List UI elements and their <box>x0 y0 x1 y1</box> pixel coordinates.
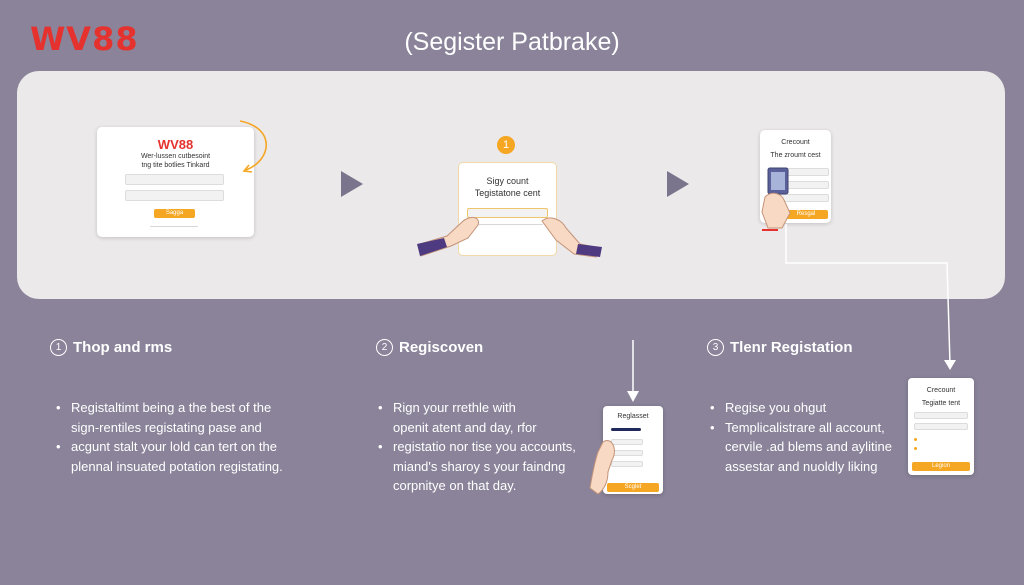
step-3-title: 3 Tlenr Registation <box>707 339 853 356</box>
bullet-icon: • <box>710 419 715 435</box>
list-item: •Regise you ohgut <box>710 398 910 418</box>
step-3-title-text: Tlenr Registation <box>730 339 853 356</box>
step-1-title-text: Thop and rms <box>73 339 173 356</box>
arrow-right-icon <box>341 171 363 197</box>
step-3-phone-field[interactable] <box>914 412 968 419</box>
bullet-icon: • <box>56 400 61 415</box>
bullet-icon: • <box>56 439 61 454</box>
step-2-phone-title: Reglasset <box>617 413 649 420</box>
step-3-phone-dot <box>914 438 917 441</box>
step-2-phone: Reglasset Scglet <box>603 406 663 494</box>
page-title: (Segister Patbrake) <box>404 28 620 56</box>
step-2-phone-bar <box>611 428 641 431</box>
login-card-line2: tng tite botlies Tinkard <box>141 162 210 169</box>
arrow-right-icon <box>667 171 689 197</box>
step-1-number: 1 <box>50 339 67 356</box>
checkout-button[interactable]: Resgal <box>784 210 828 219</box>
brand-logo[interactable]: WV88 <box>30 20 139 58</box>
bullet-icon: • <box>378 439 383 454</box>
registration-card: Sigy count Tegistatone cent <box>458 162 557 256</box>
step-2-list: •Rign your rrethle with openit atent and… <box>378 398 598 496</box>
list-item: assestar and nuoldly liking <box>725 458 878 474</box>
checkout-card-line2: The zroumt cest <box>770 152 821 159</box>
step-3-phone-title: Crecount <box>926 387 956 394</box>
step-2-title: 2 Regiscoven <box>376 339 483 356</box>
list-item: •Registaltimt being a the best of the <box>56 398 346 418</box>
list-item: miand's sharoy s your faindng <box>393 458 566 474</box>
step-3-list: •Regise you ohgut •Templicalistrare all … <box>710 398 910 476</box>
registration-card-line1: Sigy count <box>486 176 529 186</box>
registration-card-line2: Tegistatone cent <box>474 188 541 198</box>
bullet-icon: • <box>378 400 383 415</box>
connector-line <box>785 224 951 365</box>
login-footer-line <box>150 226 198 227</box>
list-item: •Rign your rrethle with <box>378 398 598 418</box>
right-hand-icon <box>541 217 602 258</box>
step-2-phone-row[interactable] <box>611 461 643 467</box>
login-card-logo: WV88 <box>157 137 194 152</box>
checkout-card-line1: Crecount <box>781 139 810 146</box>
login-card: WV88 Wer-lussen cutbesoint tng tite botl… <box>97 127 254 237</box>
list-item: openit atent and day, rfor <box>393 419 537 435</box>
hand-icon <box>589 440 615 495</box>
list-item: •Templicalistrare all account, <box>710 418 910 438</box>
step-3-phone-dot <box>914 447 917 450</box>
left-hand-icon <box>417 217 479 257</box>
registration-input-field-2[interactable] <box>473 224 543 225</box>
bullet-icon: • <box>710 400 715 415</box>
list-item: corpnitye on that day. <box>393 478 517 493</box>
finger-hand-icon <box>761 192 791 231</box>
step-2-title-text: Regiscoven <box>399 339 484 356</box>
login-username-field[interactable] <box>125 174 224 185</box>
list-item: •registatio nor tise you accounts, <box>378 437 598 457</box>
list-item: sign-rentiles registating pase and <box>71 419 262 435</box>
login-password-field[interactable] <box>125 190 224 201</box>
list-item: plennal insuated potation registating. <box>71 458 283 474</box>
step-2-phone-button[interactable]: Scglet <box>607 483 659 492</box>
step-3-phone-field[interactable] <box>914 423 968 430</box>
step-3-phone-button[interactable]: Legion <box>912 462 970 471</box>
curved-arrow-icon <box>239 120 268 173</box>
list-item: •acgunt stalt your lold can tert on the <box>56 437 346 457</box>
step-3-phone: Crecount Tegiatte tent Legion <box>908 378 974 475</box>
step-3-number: 3 <box>707 339 724 356</box>
step-1-list: •Registaltimt being a the best of the si… <box>56 398 346 476</box>
step-one-badge: 1 <box>497 136 515 154</box>
step-2-number: 2 <box>376 339 393 356</box>
arrow-down-icon <box>944 360 956 370</box>
login-card-line1: Wer-lussen cutbesoint <box>140 153 211 160</box>
login-submit-button[interactable]: Sagga <box>154 209 195 218</box>
step-1-title: 1 Thop and rms <box>50 339 172 356</box>
arrow-down-icon <box>627 391 639 402</box>
step-3-phone-subtitle: Tegiatte tent <box>921 400 961 407</box>
list-item: cervile .ad blems and aylitine <box>725 439 892 454</box>
registration-input-field[interactable] <box>467 208 548 218</box>
